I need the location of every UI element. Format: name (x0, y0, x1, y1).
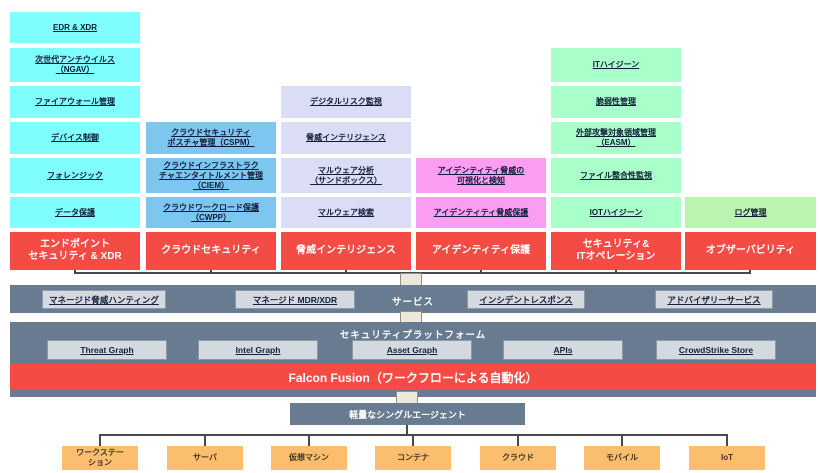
feature-malware-analysis-sandbox[interactable]: マルウェア分析 （サンドボックス） (281, 158, 411, 193)
device-server: サーバ (167, 446, 243, 470)
device-cloud: クラウド (480, 446, 556, 470)
connector-tick-6 (749, 270, 751, 273)
feature-data-protection[interactable]: データ保護 (10, 197, 140, 228)
feature-iot-hygiene[interactable]: IOTハイジーン (551, 197, 681, 228)
category-security-it-operations: セキュリティ& ITオペレーション (551, 232, 681, 270)
feature-digital-risk-monitoring[interactable]: デジタルリスク監視 (281, 86, 411, 118)
category-threat-intelligence: 脅威インテリジェンス (281, 232, 411, 270)
platform-intel-graph[interactable]: Intel Graph (198, 340, 318, 360)
feature-ngav[interactable]: 次世代アンチウイルス （NGAV） (10, 48, 140, 82)
category-endpoint-security-xdr: エンドポイント セキュリティ & XDR (10, 232, 140, 270)
platform-asset-graph[interactable]: Asset Graph (352, 340, 472, 360)
connector-tick-1 (74, 270, 76, 273)
service-managed-threat-hunting[interactable]: マネージド脅威ハンティング (42, 290, 166, 309)
connector-drop-cloud (517, 434, 519, 446)
device-iot: IoT (689, 446, 765, 470)
feature-identity-threat-detection[interactable]: アイデンティティ脅威の 可視化と検知 (416, 158, 546, 193)
device-mobile: モバイル (584, 446, 660, 470)
feature-cspm[interactable]: クラウドセキュリティ ポスチャ管理（CSPM） (146, 122, 276, 154)
feature-malware-search[interactable]: マルウェア検索 (281, 197, 411, 228)
connector-drop-mobile (621, 434, 623, 446)
service-managed-mdr-xdr[interactable]: マネージド MDR/XDR (235, 290, 355, 309)
services-bar-label: サービス (391, 297, 435, 308)
connector-agent-stem (406, 425, 408, 435)
device-workstation: ワークステー ション (62, 446, 138, 470)
feature-threat-intelligence[interactable]: 脅威インテリジェンス (281, 122, 411, 154)
device-container: コンテナ (375, 446, 451, 470)
connector-drop-server (204, 434, 206, 446)
feature-vulnerability-management[interactable]: 脆弱性管理 (551, 86, 681, 118)
connector-tick-2 (210, 270, 212, 273)
service-incident-response[interactable]: インシデントレスポンス (467, 290, 585, 309)
category-cloud-security: クラウドセキュリティ (146, 232, 276, 270)
category-identity-protection: アイデンティティ保護 (416, 232, 546, 270)
connector-drop-workstation (99, 434, 101, 446)
device-virtual-machine: 仮想マシン (271, 446, 347, 470)
service-advisory-services[interactable]: アドバイザリーサービス (655, 290, 773, 309)
feature-it-hygiene[interactable]: ITハイジーン (551, 48, 681, 82)
platform-crowdstrike-store[interactable]: CrowdStrike Store (656, 340, 776, 360)
connector-tick-5 (615, 270, 617, 273)
platform-bar-label: セキュリティプラットフォーム (339, 330, 487, 341)
feature-device-control[interactable]: デバイス制御 (10, 122, 140, 154)
platform-threat-graph[interactable]: Threat Graph (47, 340, 167, 360)
platform-apis[interactable]: APIs (503, 340, 623, 360)
connector-drop-container (412, 434, 414, 446)
feature-forensics[interactable]: フォレンジック (10, 158, 140, 193)
feature-file-integrity-monitoring[interactable]: ファイル整合性監視 (551, 158, 681, 193)
connector-tick-4 (480, 270, 482, 273)
single-agent-box: 軽量なシングルエージェント (290, 403, 525, 425)
feature-log-management[interactable]: ログ管理 (685, 197, 816, 228)
feature-cwpp[interactable]: クラウドワークロード保護 （CWPP） (146, 197, 276, 228)
feature-ciem[interactable]: クラウドインフラストラク チャエンタイトルメント管理 （CIEM） (146, 158, 276, 193)
feature-edr-xdr[interactable]: EDR & XDR (10, 12, 140, 43)
falcon-fusion-bar: Falcon Fusion（ワークフローによる自動化） (10, 364, 816, 390)
feature-firewall-management[interactable]: ファイアウォール管理 (10, 86, 140, 118)
category-observability: オブザーバビリティ (685, 232, 816, 270)
connector-tick-3 (345, 270, 347, 273)
feature-identity-threat-protection[interactable]: アイデンティティ脅威保護 (416, 197, 546, 228)
connector-drop-vm (308, 434, 310, 446)
connector-drop-iot (726, 434, 728, 446)
feature-easm[interactable]: 外部攻撃対象領域管理 （EASM） (551, 122, 681, 154)
